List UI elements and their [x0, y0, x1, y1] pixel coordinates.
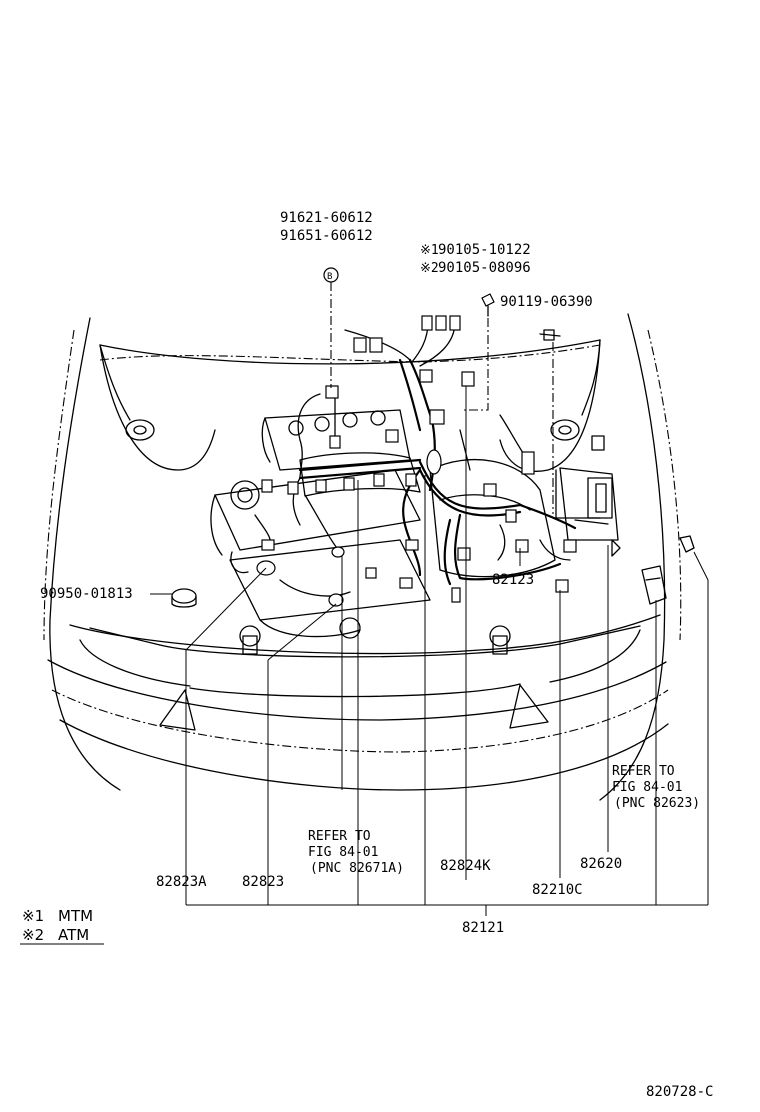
part-82824K-label: 82824K	[440, 858, 491, 874]
part-90950-label: 90950-01813	[40, 586, 133, 602]
part-82620-label: 82620	[580, 856, 622, 872]
mark-1: ※1	[420, 243, 439, 258]
legend-text-mtm: MTM	[58, 907, 93, 925]
part-91621-label: 91621-60612	[280, 210, 373, 226]
callout-90105: ※1 90105-10122 ※2 90105-08096	[420, 242, 531, 411]
bottom-part-labels: 82823A 82823 82824K 82620 82210C 82121	[156, 856, 622, 936]
legend-mark-1: ※1	[22, 907, 44, 925]
callout-91621-91651: 91621-60612 91651-60612 B	[280, 210, 373, 388]
engine-block	[210, 409, 556, 655]
refer-note-82671A: REFER TO FIG 84-01 (PNC 82671A)	[308, 829, 404, 876]
part-91651-label: 91651-60612	[280, 228, 373, 244]
hood-side-clips	[539, 329, 695, 605]
refer-right-line3: (PNC 82623)	[614, 796, 700, 811]
refer-right-line2: FIG 84-01	[612, 780, 682, 795]
part-82210C-label: 82210C	[532, 882, 583, 898]
part-82823A-label: 82823A	[156, 874, 207, 890]
callout-90950: 90950-01813	[40, 586, 172, 602]
relay-block	[555, 435, 621, 557]
vehicle-body-outline	[43, 313, 682, 801]
refer-note-82623: REFER TO FIG 84-01 (PNC 82623)	[612, 764, 700, 811]
harness-connectors	[256, 315, 577, 607]
part-90105-08096-label: 90105-08096	[438, 260, 531, 276]
refer-left-line1: REFER TO	[308, 829, 371, 844]
refer-left-line3: (PNC 82671A)	[310, 861, 404, 876]
figure-id: 820728-C	[646, 1084, 713, 1100]
refer-left-line2: FIG 84-01	[308, 845, 378, 860]
part-90105-10122-label: 90105-10122	[438, 242, 531, 258]
mark-2: ※2	[420, 261, 439, 276]
legend-text-atm: ATM	[58, 926, 89, 944]
part-82121-label: 82121	[462, 920, 504, 936]
part-82823-label: 82823	[242, 874, 284, 890]
legend: ※1 MTM ※2 ATM	[20, 907, 104, 945]
leader-lines	[185, 386, 709, 916]
refer-right-line1: REFER TO	[612, 764, 675, 779]
callout-82123: 82123	[492, 548, 534, 588]
part-82123-label: 82123	[492, 572, 534, 588]
legend-mark-2: ※2	[22, 926, 44, 944]
grommet-90950	[171, 588, 197, 608]
bolt-marker: B	[327, 272, 332, 282]
part-90119-label: 90119-06390	[500, 294, 593, 310]
callout-90119: 90119-06390	[500, 294, 593, 514]
